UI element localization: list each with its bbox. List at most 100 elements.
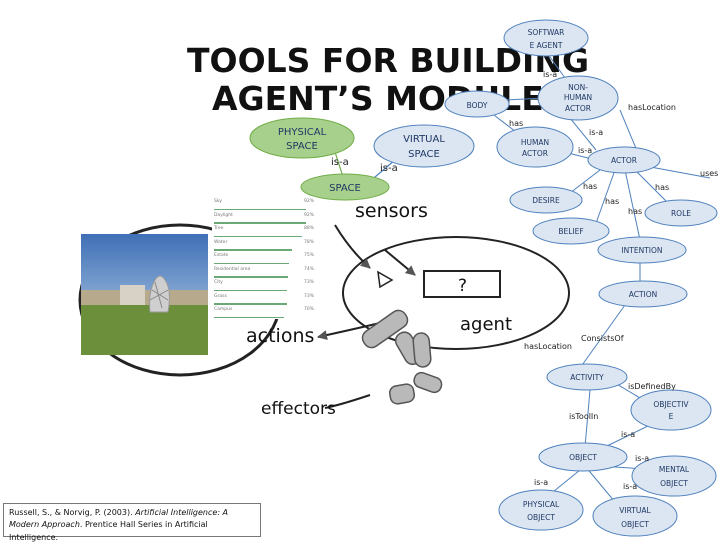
edge-is-a-nonhuman: is-a — [589, 128, 603, 137]
physical-object-label-2: OBJECT — [527, 513, 555, 522]
physical-object-label-1: PHYSICAL — [523, 500, 560, 509]
software-agent-node[interactable] — [503, 19, 589, 57]
virtual-object-label-2: OBJECT — [621, 520, 649, 529]
edge-is-a-human: is-a — [578, 146, 592, 155]
edge-is-a-physical: is-a — [534, 478, 548, 487]
image-tag-bar — [214, 222, 306, 224]
image-tag-label: Water — [214, 239, 228, 245]
image-tag-row: Sky 92% — [212, 197, 316, 211]
image-tag-label: Sky — [214, 199, 222, 204]
actions-label: actions — [246, 325, 314, 347]
image-tag-value: 92% — [303, 199, 314, 204]
image-tag-value: 70% — [303, 307, 314, 312]
edge-is-a-top: is-a — [543, 70, 557, 79]
non-human-actor-label-3: ACTOR — [565, 104, 591, 113]
actor-label: ACTOR — [611, 156, 637, 165]
role-label: ROLE — [671, 209, 691, 218]
image-tag-bar — [214, 316, 284, 318]
image-tag-label: Grass — [214, 293, 227, 299]
edge-has-belief: has — [605, 197, 619, 206]
image-tag-bar — [214, 235, 302, 237]
edge-has-body: has — [509, 119, 523, 128]
belief-label: BELIEF — [558, 227, 583, 236]
left-concept-graph — [249, 117, 475, 201]
action-label: ACTION — [629, 290, 658, 299]
space-node[interactable] — [300, 173, 390, 201]
edge-is-a-virtual: is-a — [623, 482, 637, 491]
image-tag-bar — [214, 262, 289, 264]
physical-space-node[interactable] — [249, 117, 355, 159]
objective-node[interactable] — [630, 389, 712, 431]
agent-program-box — [423, 270, 501, 298]
image-tag-label: Tree — [214, 226, 224, 231]
edge-has-desire: has — [583, 182, 597, 191]
edge-has-location-top: hasLocation — [628, 103, 676, 112]
campus-photo — [81, 234, 208, 355]
objective-label-2: E — [669, 412, 674, 421]
action-node[interactable] — [598, 280, 688, 308]
intention-label: INTENTION — [621, 246, 662, 255]
image-tag-row: City 73% — [212, 278, 316, 292]
desire-node[interactable] — [509, 186, 583, 214]
virtual-object-label-1: VIRTUAL — [619, 506, 651, 515]
body-node[interactable] — [444, 90, 510, 118]
mental-object-label-2: OBJECT — [660, 479, 688, 488]
belief-node[interactable] — [532, 217, 610, 245]
slide-title-line2: AGENT’S MODULES — [212, 79, 568, 118]
intention-node[interactable] — [597, 236, 687, 264]
actor-node[interactable] — [587, 146, 661, 174]
left-is-a-1: is-a — [331, 157, 349, 168]
image-tag-row: Estate 75% — [212, 251, 316, 265]
citation-box: Russell, S., & Norvig, P. (2003). Artifi… — [3, 503, 261, 542]
edge-uses: uses — [700, 169, 718, 178]
image-tag-row: Tree 88% — [212, 224, 316, 238]
image-tag-value: 78% — [303, 239, 314, 245]
image-tag-row: Grass 73% — [212, 292, 316, 306]
objective-label-1: OBJECTIV — [653, 400, 689, 409]
edge-is-a-objective: is-a — [621, 430, 635, 439]
body-label: BODY — [467, 101, 488, 110]
image-tag-value: 88% — [303, 226, 314, 231]
image-tag-bar — [214, 276, 288, 278]
space-label: SPACE — [329, 183, 361, 194]
ontology-nodes — [444, 19, 718, 537]
desire-label: DESIRE — [532, 196, 560, 205]
non-human-actor-node[interactable] — [537, 75, 619, 121]
image-tag-value: 73% — [303, 280, 314, 285]
image-tag-label: City — [214, 280, 223, 285]
citation-publisher: . Prentice Hall Series in Artificial Int… — [9, 520, 208, 542]
activity-label: ACTIVITY — [570, 373, 604, 382]
physical-space-label-2: SPACE — [286, 141, 318, 152]
virtual-space-node[interactable] — [373, 124, 475, 168]
edge-has-role: has — [655, 183, 669, 192]
virtual-space-label-1: VIRTUAL — [403, 134, 445, 145]
image-tag-row: Water 78% — [212, 238, 316, 252]
image-tag-label: Residential area — [214, 266, 251, 272]
image-tag-label: Estate — [214, 253, 229, 258]
role-node[interactable] — [644, 199, 718, 227]
effectors-label: effectors — [261, 399, 336, 419]
mental-object-node[interactable] — [631, 455, 717, 497]
agent-label: agent — [460, 314, 512, 335]
activity-node[interactable] — [546, 363, 628, 391]
edge-is-defined-by: isDefinedBy — [628, 382, 676, 391]
sensors-label: sensors — [355, 200, 428, 222]
image-tag-value: 92% — [303, 212, 314, 218]
image-tag-value: 75% — [303, 253, 314, 258]
citation-authors: Russell, S., & Norvig, P. (2003). — [9, 508, 136, 517]
physical-object-node[interactable] — [498, 489, 584, 531]
edge-has-intention: has — [628, 207, 642, 216]
edge-is-tool-in: isToolIn — [569, 412, 598, 421]
left-is-a-2: is-a — [380, 163, 398, 174]
virtual-object-node[interactable] — [592, 495, 678, 537]
image-tag-value: 73% — [303, 293, 314, 299]
physical-space-label-1: PHYSICAL — [278, 127, 327, 138]
object-node[interactable] — [538, 442, 628, 472]
human-actor-node[interactable] — [496, 126, 574, 168]
